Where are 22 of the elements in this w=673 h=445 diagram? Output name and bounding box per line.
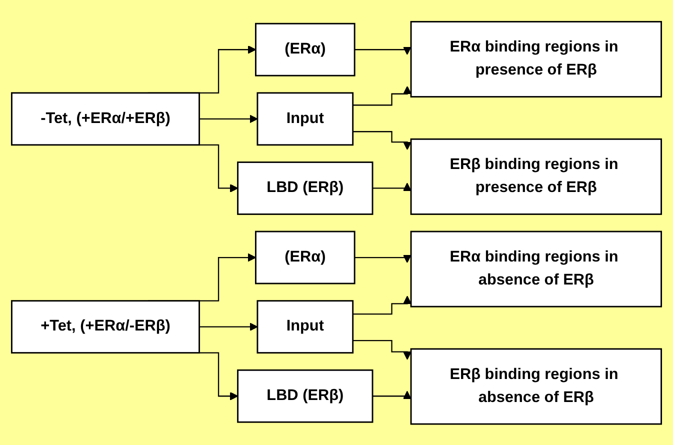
arrow (199, 322, 258, 331)
arrow (199, 114, 258, 123)
node-box: ERβ binding regions in presence of ERβ (410, 138, 662, 215)
node-box: -Tet, (+ERα/+ERβ) (10, 92, 200, 146)
arrow (352, 295, 412, 314)
node-box: Input (256, 92, 354, 146)
node-box: (ERα) (255, 230, 356, 284)
node-box: ERα binding regions in presence of ERβ (410, 20, 662, 98)
arrow (354, 254, 412, 263)
node-box: ERα binding regions in absence of ERβ (410, 230, 662, 307)
node-box: LBD (ERβ) (237, 369, 374, 422)
node-box: Input (256, 300, 354, 354)
node-box: LBD (ERβ) (237, 161, 374, 215)
node-box: (ERα) (255, 22, 356, 76)
arrow (372, 390, 412, 399)
arrow (372, 182, 412, 191)
arrow (352, 86, 412, 106)
arrow (354, 46, 412, 54)
node-box: ERβ binding regions in absence of ERβ (410, 348, 662, 424)
node-box: +Tet, (+ERα/-ERβ) (10, 300, 200, 354)
arrow (352, 340, 412, 360)
arrow (352, 130, 412, 150)
